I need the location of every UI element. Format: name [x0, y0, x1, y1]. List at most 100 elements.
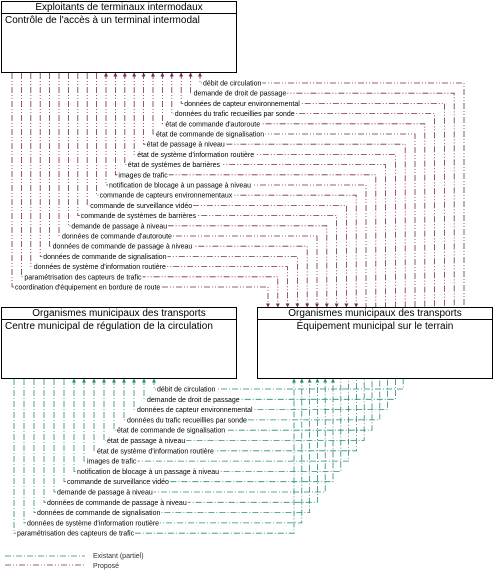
flow-bottom-line[interactable]	[53, 378, 328, 493]
flow-top-line[interactable]	[141, 72, 406, 307]
flow-top-label: commande de surveillance vidéo	[90, 203, 192, 210]
flow-top-label: état de commande de signalisation	[156, 132, 264, 139]
flow-bottom-label-bg	[116, 426, 227, 435]
flow-bottom-line[interactable]	[142, 378, 396, 400]
flow-bottom-label-bg	[86, 457, 138, 466]
legend-planned-label: Proposé	[93, 563, 119, 570]
flow-bottom-label: demande de passage à niveau	[57, 490, 153, 497]
flow-top-line[interactable]	[86, 73, 349, 308]
flow-top-line[interactable]	[132, 72, 396, 307]
flow-top-label-bg	[14, 283, 162, 291]
flow-bottom-label: paramétrisation des capteurs de trafic	[17, 531, 135, 538]
flow-top-label-bg	[126, 160, 222, 169]
flow-bottom-label: données de commande de passage à niveau	[47, 500, 187, 507]
flow-top-line[interactable]	[113, 72, 377, 307]
flow-top-line[interactable]	[188, 72, 455, 307]
entity-right[interactable]: Organismes municipaux des transports Équ…	[257, 307, 493, 379]
flow-top-line[interactable]	[11, 73, 270, 308]
flow-bottom-label: débit de circulation	[157, 387, 215, 394]
flow-top-label: données de commande de signalisation	[43, 254, 166, 261]
flow-top-label: commande de capteurs environnementaux	[100, 193, 233, 200]
flow-top-label-bg	[192, 89, 288, 98]
flow-bottom-line[interactable]	[63, 378, 335, 483]
flow-bottom-label-bg	[46, 498, 188, 507]
flow-bottom-label: demande de droit de passage	[147, 397, 240, 404]
flow-bottom-label: données du trafic recueillies par sonde	[127, 417, 247, 424]
flow-top-label-bg	[32, 262, 167, 271]
flow-top-label-bg	[70, 221, 169, 230]
flow-top-line[interactable]	[151, 72, 416, 307]
flow-top-line[interactable]	[49, 73, 310, 308]
flow-top-line[interactable]	[198, 72, 465, 307]
flow-bottom-label: images de trafic	[87, 459, 137, 466]
flow-bottom-label: commande de surveillance vidéo	[67, 479, 169, 486]
flow-top-label-bg	[108, 181, 253, 189]
flow-bottom-line[interactable]	[92, 378, 357, 452]
legend-existing-label: Existant (partiel)	[93, 553, 144, 560]
flow-bottom-label-bg	[26, 518, 161, 527]
entity-left-org: Organismes municipaux des transports	[2, 308, 236, 320]
flow-bottom-line[interactable]	[152, 378, 404, 390]
flow-top-label-bg	[23, 272, 143, 281]
flow-top-label-bg	[98, 191, 234, 200]
flow-top-label: images de trafic	[118, 172, 168, 179]
flow-bottom-label-bg	[136, 405, 254, 414]
flow-top-line[interactable]	[30, 73, 290, 308]
flow-top-line[interactable]	[169, 72, 435, 307]
flow-bottom-label-bg	[16, 529, 136, 538]
flow-top-label: coordination d'équipement en bordure de …	[15, 285, 160, 292]
entity-top[interactable]: Exploitants de terminaux intermodaux Con…	[1, 1, 237, 73]
flow-top-label-bg	[51, 242, 194, 251]
flow-bottom-label: notification de blocage à un passage à n…	[77, 469, 219, 476]
flow-top-label-bg	[42, 252, 168, 261]
flow-top-line[interactable]	[21, 73, 280, 308]
entity-right-org: Organismes municipaux des transports	[258, 308, 492, 320]
flow-top-line[interactable]	[179, 72, 445, 307]
flow-bottom-label: état de système d'information routière	[97, 448, 214, 455]
flow-top-line[interactable]	[77, 73, 339, 308]
flow-top-label: données de commande de passage à niveau	[53, 244, 193, 251]
flow-bottom-label: données de commande de signalisation	[37, 510, 160, 517]
flow-bottom-line[interactable]	[82, 378, 349, 462]
flow-bottom-label: données de système d'information routièr…	[27, 520, 159, 527]
entity-right-name: Équipement municipal sur le terrain	[296, 321, 454, 332]
flow-top-label: données de commande d'autoroute	[62, 234, 172, 241]
entity-left-name: Centre municipal de régulation de la cir…	[5, 321, 213, 332]
flow-bottom-line[interactable]	[23, 378, 304, 524]
flow-top-label: demande de droit de passage	[194, 91, 287, 98]
flow-top-label: état de système d'information routière	[137, 152, 254, 159]
entity-top-org: Exploitants de terminaux intermodaux	[2, 2, 236, 14]
flow-top-line[interactable]	[39, 73, 300, 308]
flow-bottom-line[interactable]	[102, 378, 365, 441]
flow-top-label: données du trafic recueillies par sonde	[175, 111, 295, 118]
entity-left[interactable]: Organismes municipaux des transports Cen…	[1, 307, 237, 379]
flow-top-label: paramétrisation des capteurs de trafic	[24, 274, 142, 281]
flow-top-line[interactable]	[122, 72, 386, 307]
flow-top-label: débit de circulation	[203, 81, 261, 88]
flow-bottom-line[interactable]	[13, 378, 296, 534]
flow-top-label: données de système d'information routièr…	[34, 264, 166, 271]
flow-bottom-line[interactable]	[112, 378, 373, 431]
flow-bottom-label: état de commande de signalisation	[117, 428, 225, 435]
flow-top-line[interactable]	[96, 73, 359, 308]
flow-bottom-line[interactable]	[132, 378, 388, 410]
flow-bottom-label-bg	[76, 467, 221, 476]
legend: Existant (partiel) Proposé	[5, 553, 144, 570]
flow-top-label-bg	[136, 150, 256, 159]
flow-top-label-bg	[89, 201, 194, 210]
flow-bottom-line[interactable]	[122, 378, 381, 421]
flow-top-line[interactable]	[68, 73, 329, 308]
flow-top-label-bg	[145, 140, 226, 149]
flow-top-label-bg	[173, 109, 296, 118]
flow-top-label-bg	[117, 170, 169, 179]
flow-top-label: commande de systèmes de barrières	[81, 213, 197, 220]
flow-top-line[interactable]	[58, 73, 319, 308]
flow-bottom-label-bg	[96, 446, 215, 455]
flow-top-line[interactable]	[104, 72, 367, 307]
flow-top-label-bg	[79, 211, 197, 220]
flow-top-line[interactable]	[160, 72, 426, 307]
flow-top-label-bg	[164, 119, 262, 128]
flows-top-group: débit de circulation demande de droit de …	[11, 72, 465, 308]
flow-bottom-line[interactable]	[33, 378, 312, 513]
flow-bottom-label-bg	[56, 488, 154, 496]
